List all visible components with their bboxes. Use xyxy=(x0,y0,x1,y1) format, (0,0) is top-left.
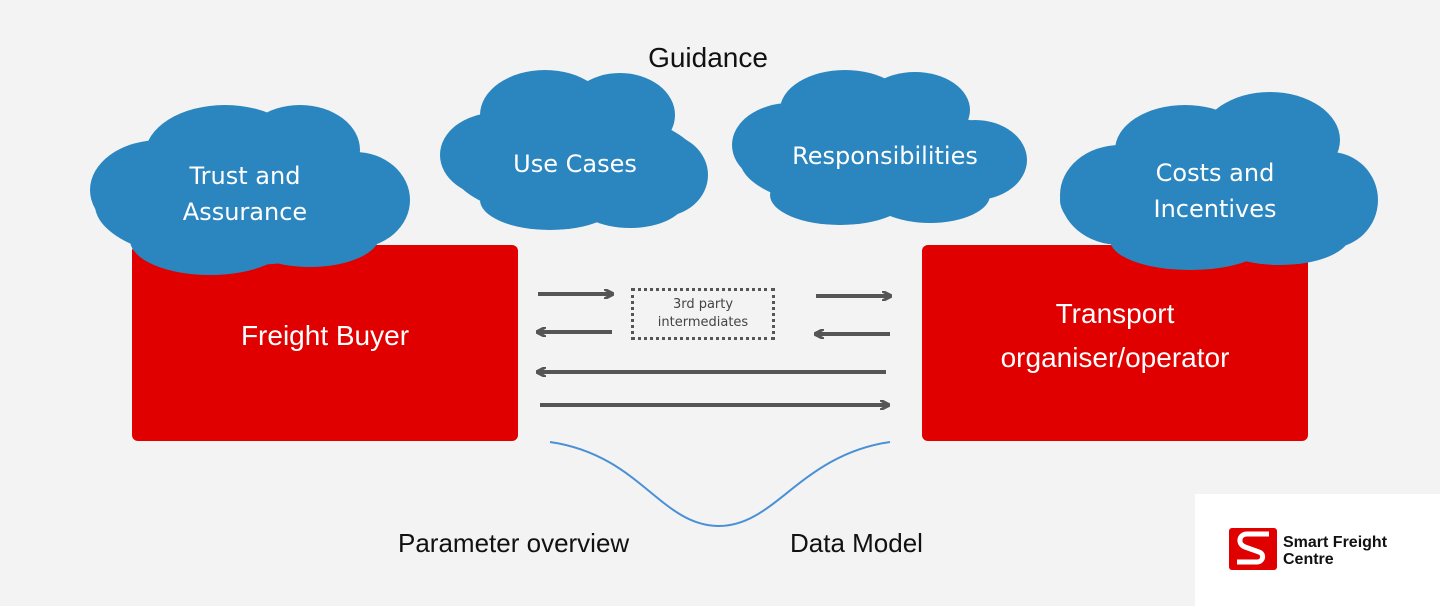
intermediates-line2: intermediates xyxy=(657,315,749,330)
parameter-overview-label: Parameter overview xyxy=(398,528,630,558)
sfc-logo-icon xyxy=(1229,528,1277,570)
cloud-costs-incentives xyxy=(1060,92,1378,270)
cloud-use-cases xyxy=(440,70,708,230)
cloud-responsibilities xyxy=(732,70,1027,225)
intermediates-line1: 3rd party xyxy=(672,297,734,312)
cloud-label-line: Costs and xyxy=(1155,159,1275,187)
cloud-label-line: Use Cases xyxy=(513,150,637,178)
cloud-label-costs: Costs and Incentives xyxy=(1130,155,1300,227)
cloud-label-responsibilities: Responsibilities xyxy=(770,138,1000,174)
transport-label-line1: Transport xyxy=(1055,298,1175,329)
cloud-label-line: Trust and xyxy=(189,162,301,190)
data-model-label: Data Model xyxy=(790,528,923,558)
logo-area: Smart Freight Centre xyxy=(1195,494,1440,606)
freight-buyer-box-shape xyxy=(132,245,518,441)
logo-text-line1: Smart Freight xyxy=(1283,534,1388,551)
cloud-label-line: Responsibilities xyxy=(792,142,978,170)
transport-label-line2: organiser/operator xyxy=(1000,342,1230,373)
transport-box-shape xyxy=(922,245,1308,441)
cloud-label-trust: Trust and Assurance xyxy=(160,158,330,230)
cloud-trust-assurance xyxy=(90,105,410,275)
intermediates-box: 3rd party intermediates xyxy=(631,288,775,340)
cloud-label-use-cases: Use Cases xyxy=(490,146,660,182)
diagram-title: Guidance xyxy=(648,42,768,73)
transport-label: Transport organiser/operator xyxy=(922,292,1308,380)
logo-text: Smart Freight Centre xyxy=(1283,534,1433,568)
cloud-label-line: Assurance xyxy=(182,198,308,226)
data-curve xyxy=(549,441,891,528)
logo-text-line2: Centre xyxy=(1283,551,1334,568)
cloud-label-line: Incentives xyxy=(1153,195,1277,223)
freight-buyer-label: Freight Buyer xyxy=(240,320,410,351)
